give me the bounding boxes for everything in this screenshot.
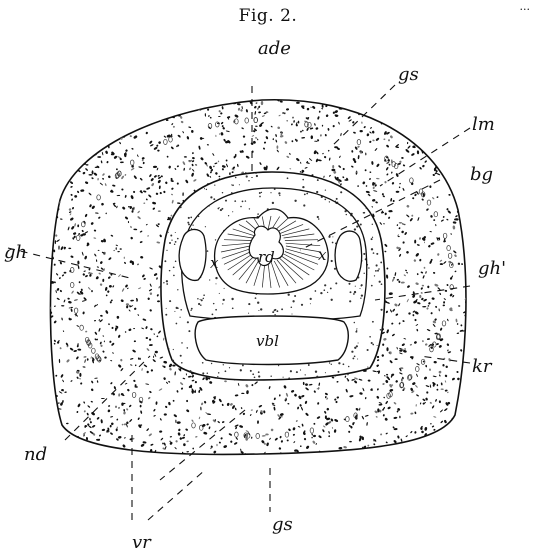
label-lm: lm [472, 114, 495, 135]
leader-vr-2 [148, 470, 205, 520]
label-gs-top: gs [398, 64, 419, 85]
label-gs-bottom: gs [272, 514, 293, 535]
label-ade: ade [258, 38, 291, 59]
label-x-left: x [210, 254, 219, 272]
label-vr: vr [132, 532, 152, 553]
label-x-right: x [318, 246, 327, 264]
label-nd: nd [24, 444, 47, 465]
label-rd: rd [258, 248, 275, 266]
label-gh-left: gh [4, 242, 27, 263]
label-vbl: vbl [256, 332, 279, 350]
right-lateral-body [335, 231, 362, 281]
left-lateral-body [179, 229, 206, 280]
label-gh-right: gh' [478, 258, 506, 279]
label-bg: bg [470, 164, 493, 185]
label-kr: kr [472, 356, 493, 377]
